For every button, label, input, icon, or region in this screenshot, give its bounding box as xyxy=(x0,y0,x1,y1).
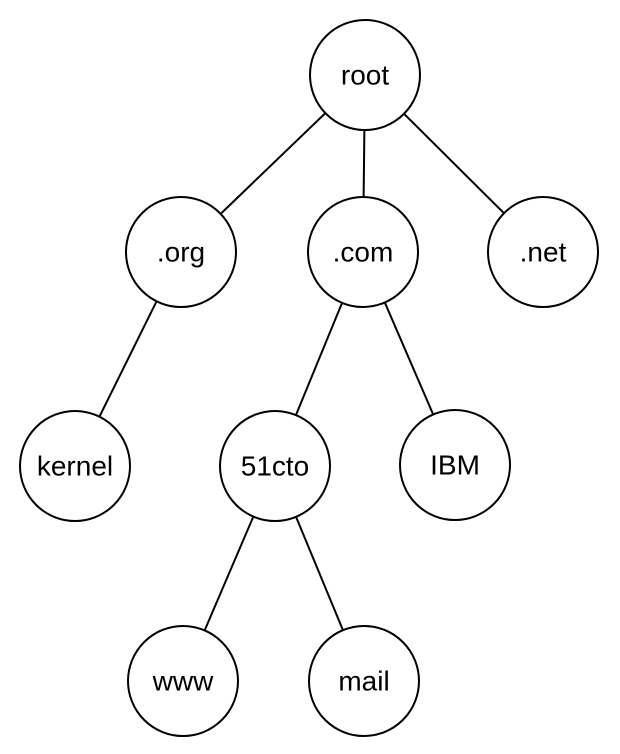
node-circle-org xyxy=(125,196,237,308)
node-label-com: .com xyxy=(333,236,394,267)
node-circle-kernel xyxy=(19,410,131,522)
tree-node-mail: mail xyxy=(308,625,420,737)
tree-node-kernel: kernel xyxy=(19,410,131,522)
tree-node-org: .org xyxy=(125,196,237,308)
node-label-ibm: IBM xyxy=(430,449,480,480)
node-circle-mail xyxy=(308,625,420,737)
tree-node-www: www xyxy=(127,625,239,737)
node-circle-com xyxy=(307,196,419,308)
tree-node-51cto: 51cto xyxy=(219,410,331,522)
node-circle-51cto xyxy=(219,410,331,522)
node-label-mail: mail xyxy=(338,665,389,696)
node-circle-net xyxy=(487,196,599,308)
node-label-kernel: kernel xyxy=(37,450,113,481)
node-label-www: www xyxy=(152,665,214,696)
tree-node-root: root xyxy=(309,19,421,131)
node-label-root: root xyxy=(341,59,389,90)
node-circle-www xyxy=(127,625,239,737)
tree-node-net: .net xyxy=(487,196,599,308)
tree-node-ibm: IBM xyxy=(399,409,511,521)
node-label-net: .net xyxy=(520,236,567,267)
node-label-org: .org xyxy=(157,236,205,267)
tree-node-com: .com xyxy=(307,196,419,308)
node-circle-ibm xyxy=(399,409,511,521)
node-circle-root xyxy=(309,19,421,131)
node-label-51cto: 51cto xyxy=(241,450,310,481)
